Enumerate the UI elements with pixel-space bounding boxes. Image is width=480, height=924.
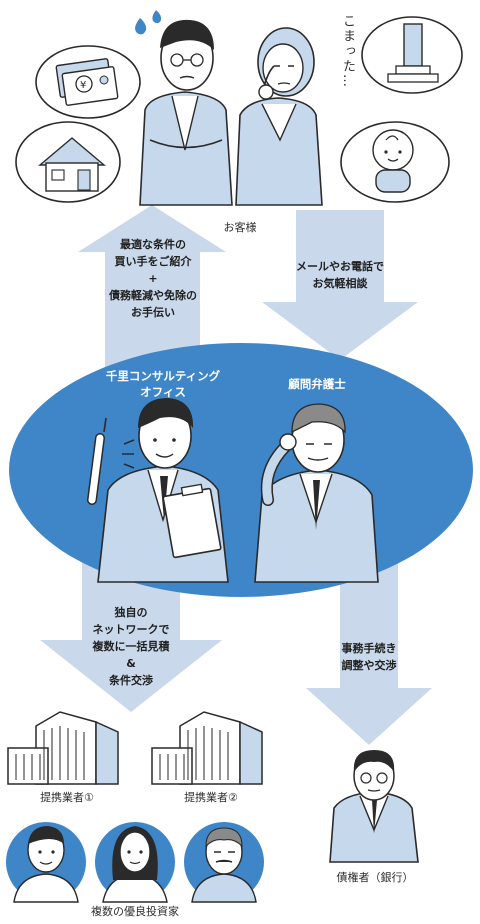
arrow-down-to-partners xyxy=(40,560,222,712)
right-down-line: 調整や交渉 xyxy=(341,659,397,672)
investor-avatar-1 xyxy=(6,822,86,903)
up-arrow-line: 債務軽減や免除の xyxy=(109,289,197,302)
sweat-drop-icon xyxy=(152,10,162,24)
left-down-line: 条件交渉 xyxy=(109,674,153,687)
up-arrow-line: 最適な条件の xyxy=(120,238,186,251)
down-arrow-line: お気軽相談 xyxy=(312,277,368,290)
arrow-down-to-creditor xyxy=(306,560,432,745)
thought-bubble-baby xyxy=(340,121,450,203)
svg-text:¥: ¥ xyxy=(80,80,86,91)
consulting-ellipse xyxy=(9,343,473,597)
left-down-line: 独自の xyxy=(114,606,148,619)
lawyer-person xyxy=(254,403,379,583)
right-down-line: 事務手続き xyxy=(341,642,397,655)
customer-label: お客様 xyxy=(223,221,257,234)
partner1-building xyxy=(7,711,119,785)
consulting-line: オフィス xyxy=(140,385,186,399)
thought-bubble-money: ¥ xyxy=(35,45,141,119)
left-down-line: & xyxy=(126,657,136,670)
arrow-down-to-office xyxy=(262,210,418,360)
left-down-arrow-text: 独自の ネットワークで 複数に一括見積 & 条件交渉 xyxy=(66,604,196,689)
up-arrow-line: お手伝い xyxy=(131,306,175,319)
sweat-drop-icon xyxy=(135,18,147,35)
consulting-line: 千里コンサルティング xyxy=(105,369,221,383)
down-arrow-text: メールやお電話で お気軽相談 xyxy=(270,258,410,292)
up-arrow-line: + xyxy=(148,272,158,285)
customer-man xyxy=(139,19,233,206)
right-down-arrow-text: 事務手続き 調整や交渉 xyxy=(324,640,414,674)
consultant-person xyxy=(87,398,229,583)
left-down-line: 複数に一括見積 xyxy=(92,640,170,653)
investors-label: 複数の優良投資家 xyxy=(91,905,179,918)
thought-text: こまった… xyxy=(340,14,355,89)
partner2-label: 提携業者② xyxy=(184,791,238,804)
thought-bubble-grave xyxy=(361,16,463,94)
up-arrow-text: 最適な条件の 買い手をご紹介 + 債務軽減や免除の お手伝い xyxy=(88,236,218,321)
creditor-label: 債権者（銀行） xyxy=(336,871,414,884)
creditor-person xyxy=(329,750,419,863)
customer-woman xyxy=(235,27,323,206)
thought-bubble-house xyxy=(15,121,121,203)
consulting-office-label: 千里コンサルティング オフィス xyxy=(88,368,238,400)
arrow-up-to-customer xyxy=(78,205,226,380)
down-arrow-line: メールやお電話で xyxy=(296,260,384,273)
up-arrow-line: 買い手をご紹介 xyxy=(114,255,192,268)
investor-avatar-3 xyxy=(184,822,264,903)
investor-avatar-2 xyxy=(95,822,175,903)
left-down-line: ネットワークで xyxy=(92,623,170,636)
partner2-building xyxy=(151,711,263,785)
partner1-label: 提携業者① xyxy=(40,791,94,804)
lawyer-label: 顧問弁護士 xyxy=(288,377,346,391)
